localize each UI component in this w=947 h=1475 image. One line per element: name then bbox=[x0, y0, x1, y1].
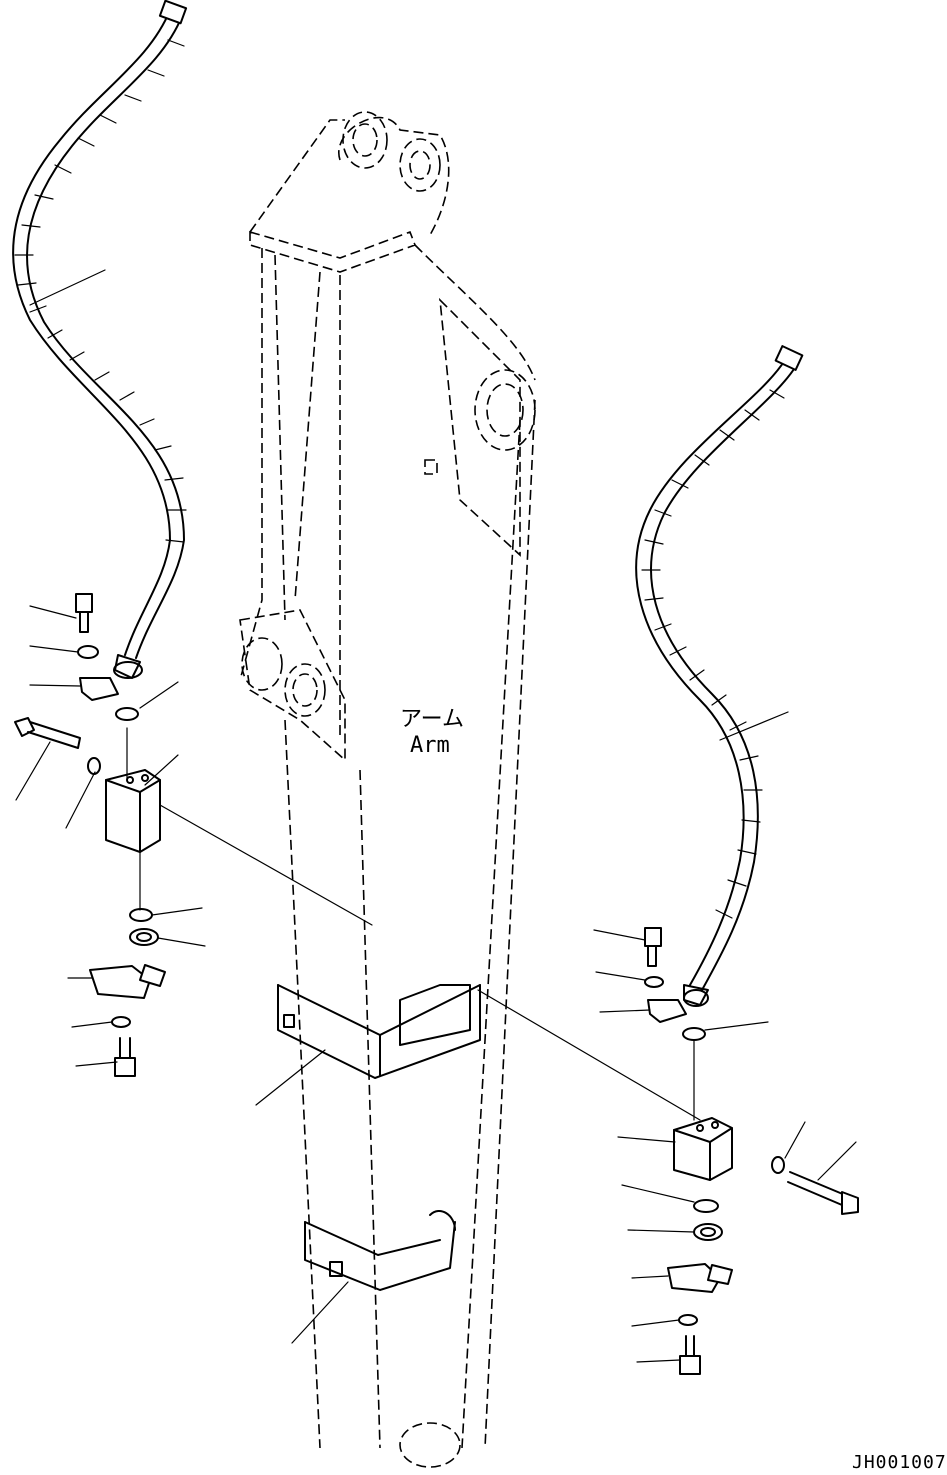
upper-hose-bracket bbox=[277, 984, 481, 1079]
right-fittings bbox=[477, 927, 859, 1375]
arm-label-ja: アーム bbox=[400, 707, 464, 732]
right-hose bbox=[635, 345, 804, 1007]
arm-label-en: Arm bbox=[410, 733, 450, 758]
leader-lines bbox=[15, 269, 857, 1363]
arm-outline bbox=[239, 111, 536, 1468]
drawing-id: JH001007 bbox=[852, 1452, 947, 1473]
left-hose bbox=[12, 0, 188, 679]
lower-hose-bracket bbox=[304, 1210, 456, 1291]
left-fittings bbox=[14, 593, 373, 1077]
